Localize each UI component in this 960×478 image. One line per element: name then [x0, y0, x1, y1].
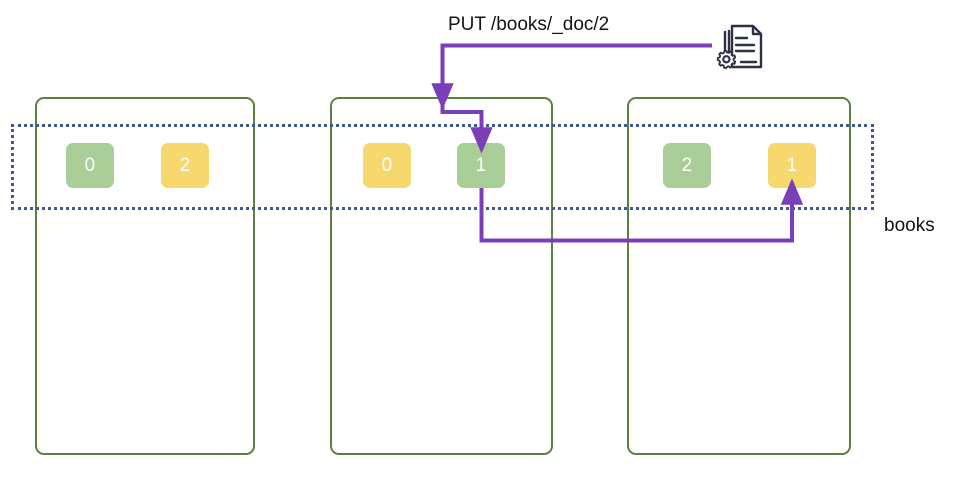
shard-tile-node3-replica-1: 1	[768, 143, 816, 188]
request-label: PUT /books/_doc/2	[448, 14, 610, 35]
shard-node-1	[35, 97, 255, 455]
index-name-label: books	[884, 215, 935, 236]
index-request-arrow	[431, 43, 712, 110]
shard-tile-node2-primary-1: 1	[457, 143, 505, 188]
shard-tile-node1-replica-2: 2	[161, 143, 209, 188]
document-gear-icon	[716, 24, 763, 70]
index-boundary-books	[11, 124, 874, 210]
shard-tile-node3-primary-2: 2	[663, 143, 711, 188]
shard-node-3	[627, 97, 851, 455]
shard-tile-node2-replica-0: 0	[363, 143, 411, 188]
shard-tile-node1-primary-0: 0	[66, 143, 114, 188]
